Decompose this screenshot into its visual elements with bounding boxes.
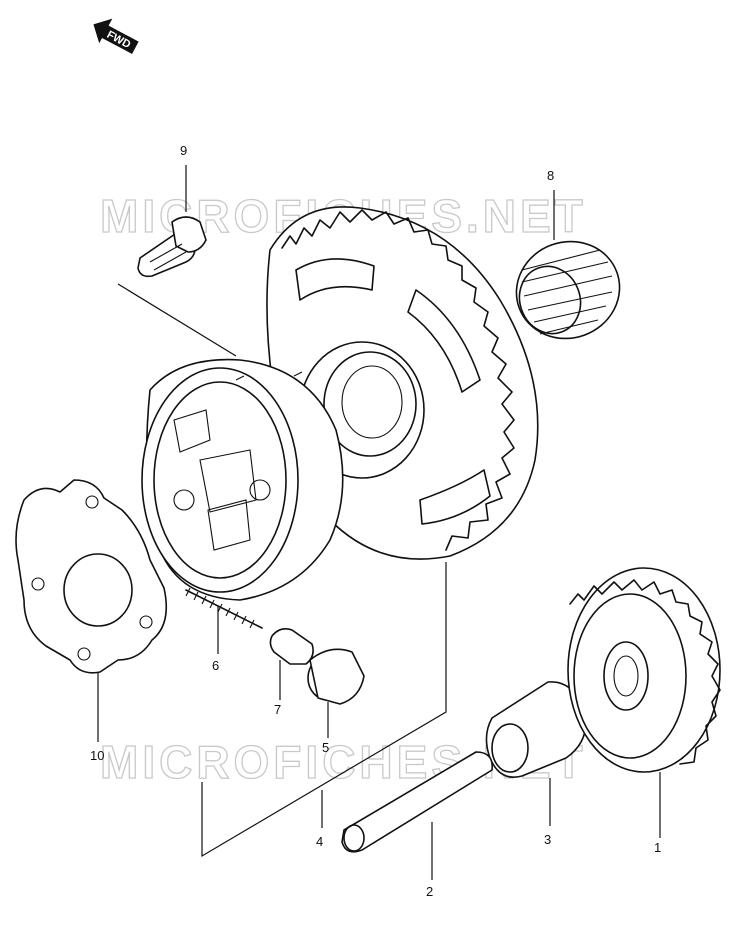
assembly-leader-bolt (117, 283, 237, 357)
part-number-3: 3 (544, 832, 551, 847)
forward-arrow-icon: FWD (93, 18, 139, 54)
part-number-4: 4 (316, 834, 323, 849)
part-number-5: 5 (322, 740, 329, 755)
part-number-10: 10 (90, 748, 104, 763)
plunger-part-7 (269, 628, 314, 700)
part-number-6: 6 (212, 658, 219, 673)
part-number-2: 2 (426, 884, 433, 899)
sleeve-part-3 (485, 681, 587, 826)
needle-bearing-part-8 (515, 190, 621, 340)
part-number-1: 1 (654, 840, 661, 855)
part-number-8: 8 (547, 168, 554, 183)
starter-clutch-housing (141, 358, 344, 601)
spring-part-6 (185, 587, 263, 654)
idle-gear-part-1 (567, 567, 721, 838)
part-number-9: 9 (180, 143, 187, 158)
roller-part-5 (307, 648, 365, 738)
forward-arrow-label: FWD (105, 29, 133, 51)
bolt-part-9 (137, 165, 207, 278)
assembly-leader-part-4 (201, 562, 447, 858)
part-number-7: 7 (274, 702, 281, 717)
plate-part-10 (15, 479, 168, 742)
shaft-part-2 (341, 751, 493, 880)
